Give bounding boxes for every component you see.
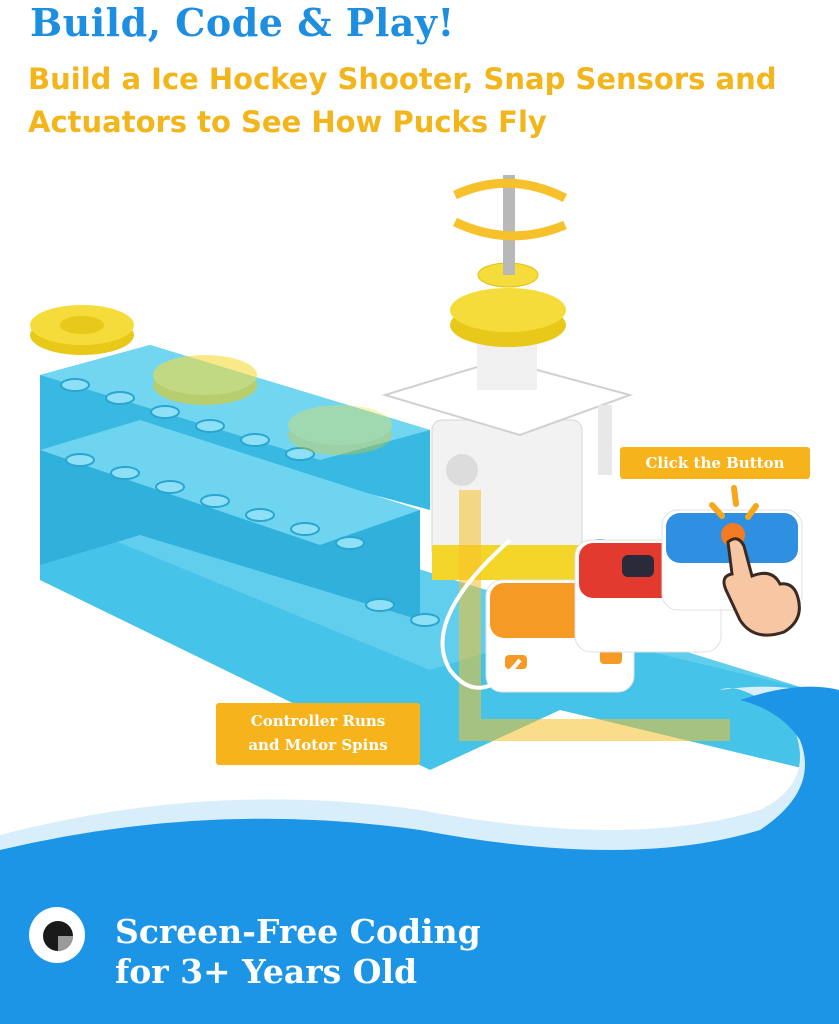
cross-beam [381, 358, 634, 437]
footer-wave [0, 686, 839, 1024]
subheadline-line-2: Actuators to See How Pucks Fly [28, 105, 547, 139]
puck-2 [153, 355, 257, 405]
controller-callout-line-2: and Motor Spins [248, 736, 388, 754]
footer-line-1: Screen-Free Coding [115, 912, 481, 951]
rotation-arrow-icon [453, 178, 568, 203]
controller-callout-line-1: Controller Runs [250, 712, 386, 730]
eye-icon [29, 907, 85, 963]
headline: Build, Code & Play! [30, 0, 455, 45]
subheadline-line-1: Build a Ice Hockey Shooter, Snap Sensors… [28, 62, 777, 96]
puck-3 [288, 405, 392, 455]
subheadline: Build a Ice Hockey Shooter, Snap Sensors… [28, 58, 818, 144]
click-button-callout: Click the Button [620, 447, 810, 479]
puck-1 [30, 305, 134, 355]
hand-icon [722, 537, 801, 637]
footer-line-2: for 3+ Years Old [115, 952, 418, 991]
flow-arrow [459, 490, 730, 741]
hockey-shooter-illustration [30, 175, 810, 770]
motor-body [431, 419, 583, 561]
footer-tagline: Screen-Free Coding for 3+ Years Old [115, 912, 481, 992]
controller-runs-callout: Controller Runs and Motor Spins [216, 703, 420, 765]
spinner-pulley [450, 175, 566, 347]
